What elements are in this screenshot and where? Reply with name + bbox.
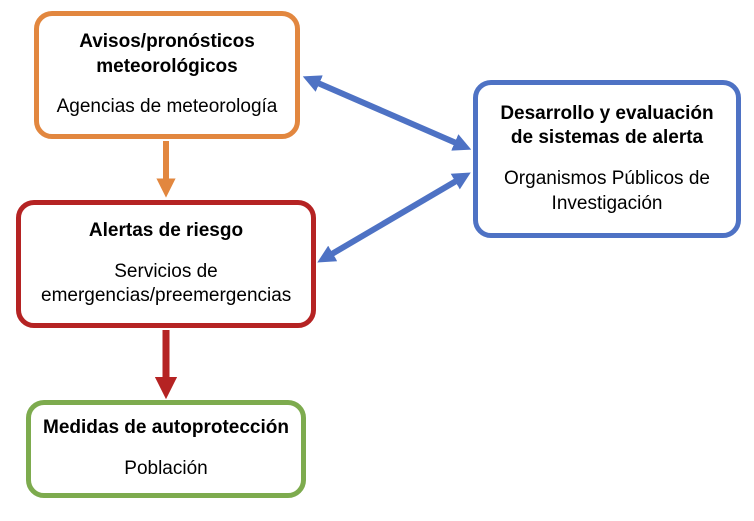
measures-box: Medidas de autoprotección Población xyxy=(26,400,306,498)
measures-subtitle: Población xyxy=(124,458,208,479)
development-title: Desarrollo y evaluación de sistemas de a… xyxy=(500,102,714,149)
arrow-forecast-development xyxy=(302,75,472,151)
forecast-title: Avisos/pronósticos meteorológicos xyxy=(79,30,255,77)
risk-title: Alertas de riesgo xyxy=(88,219,244,241)
forecast-box: Avisos/pronósticos meteorológicos Agenci… xyxy=(34,11,300,139)
arrow-risk-development xyxy=(317,172,471,263)
forecast-subtitle: Agencias de meteorología xyxy=(56,96,278,118)
development-subtitle: Organismos Públicos de Investigación xyxy=(504,168,710,214)
measures-title: Medidas de autoprotección xyxy=(43,417,289,439)
risk-subtitle: Servicios de emergencias/preemergencias xyxy=(41,260,292,307)
risk-box: Alertas de riesgo Servicios de emergenci… xyxy=(16,200,316,328)
development-box: Desarrollo y evaluación de sistemas de a… xyxy=(473,80,741,238)
